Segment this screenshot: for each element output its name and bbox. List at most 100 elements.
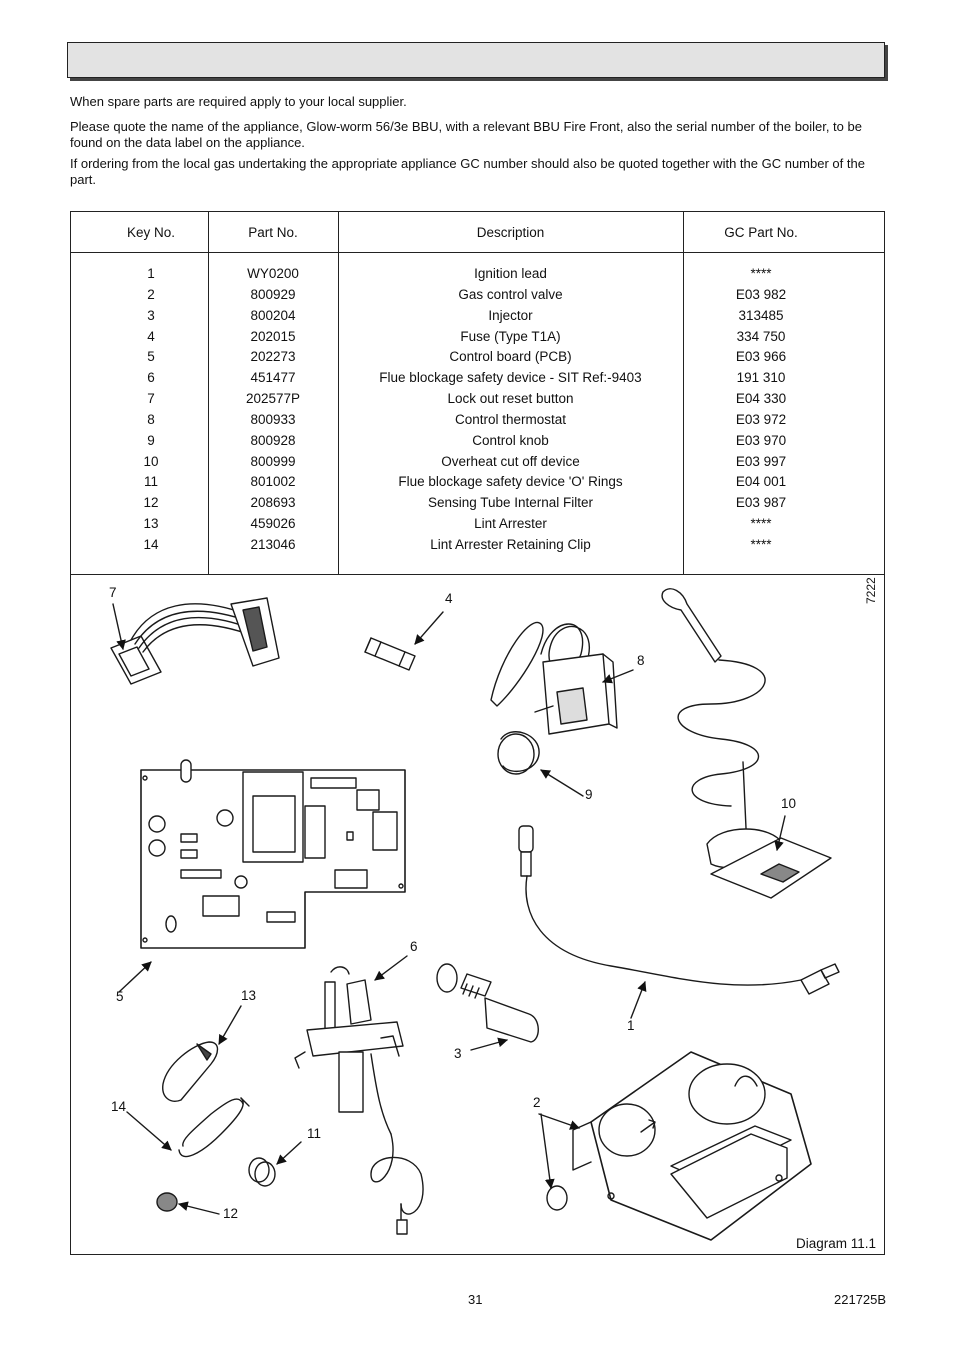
description-cell: Flue blockage safety device 'O' Rings	[398, 474, 623, 490]
part-no-cell: 800999	[250, 453, 296, 469]
callout-label: 12	[223, 1206, 238, 1221]
description-cell: Sensing Tube Internal Filter	[427, 495, 594, 511]
gc-part-no-cell: E03 987	[735, 495, 787, 511]
control-knob-drawing	[497, 731, 540, 775]
lint-arrester-retaining-clip-drawing	[178, 1097, 250, 1158]
overheat-cut-off-device-drawing	[661, 588, 832, 899]
leader-arrow	[126, 1111, 172, 1151]
ignition-lead-drawing	[518, 825, 840, 995]
leader-arrow	[276, 1141, 302, 1165]
part-no-cell: 800933	[250, 411, 296, 427]
callout-label: 11	[307, 1126, 321, 1141]
flue-blockage-safety-device-drawing	[294, 966, 424, 1235]
injector-drawing	[436, 963, 539, 1043]
part-no-cell: 202577P	[245, 391, 301, 407]
description-cell: Fuse (Type T1A)	[460, 328, 561, 344]
callout-label: 3	[454, 1046, 462, 1061]
key-no-cell: 8	[147, 411, 155, 427]
leader-arrow	[178, 1201, 220, 1215]
part-no-cell: WY0200	[247, 266, 299, 281]
table-diagram-divider	[71, 574, 884, 575]
gc-part-no-cell: ****	[750, 516, 772, 532]
key-no-cell: 6	[147, 370, 155, 386]
part-no-cell: 451477	[250, 370, 296, 386]
description-cell: Flue blockage safety device - SIT Ref:-9…	[379, 370, 642, 386]
gas-control-valve-drawing	[546, 1051, 812, 1241]
leader-arrow	[540, 769, 584, 797]
key-no-cell: 11	[143, 474, 158, 490]
gc-part-no-cell: E03 982	[735, 286, 787, 302]
section-header-bar	[67, 42, 885, 78]
leader-arrow	[602, 669, 634, 684]
callout-label: 4	[445, 591, 453, 606]
intro-paragraph-1: When spare parts are required apply to y…	[70, 94, 407, 109]
description-cell: Injector	[488, 307, 533, 323]
table-header-divider	[71, 252, 884, 253]
description-cell: Lock out reset button	[447, 391, 574, 407]
leader-arrow	[470, 1037, 508, 1051]
sensing-tube-filter-drawing	[156, 1192, 178, 1212]
description-cell: Ignition lead	[474, 266, 547, 281]
part-no-cell: 800204	[250, 307, 296, 323]
leader-arrow	[414, 611, 444, 645]
gc-part-no-cell: E04 001	[735, 474, 787, 490]
leader-arrow	[774, 815, 786, 851]
description-cell: Control knob	[472, 432, 549, 448]
lint-arrester-drawing	[162, 1041, 219, 1102]
part-no-cell: 202273	[250, 349, 296, 365]
gc-part-no-cell: E04 330	[735, 391, 787, 407]
key-no-cell: 3	[147, 307, 155, 323]
leader-arrow	[630, 981, 647, 1019]
column-divider	[208, 212, 209, 574]
part-no-cell: 801002	[250, 474, 296, 490]
document-number: 221725B	[834, 1292, 887, 1307]
callout-label: 8	[637, 653, 645, 668]
control-thermostat-drawing	[490, 621, 618, 735]
callout-label: 1	[627, 1018, 635, 1033]
gc-part-no-cell: 313485	[738, 307, 784, 323]
intro-paragraph-2: Please quote the name of the appliance, …	[70, 119, 862, 150]
key-no-cell: 2	[147, 286, 155, 302]
gc-part-no-cell: E03 966	[735, 349, 787, 365]
leader-arrow	[118, 961, 152, 993]
lock-out-reset-button-drawing	[110, 597, 280, 685]
key-no-cell: 1	[147, 266, 155, 281]
callout-label: 10	[781, 796, 796, 811]
key-no-cell: 4	[147, 328, 155, 344]
description-cell: Lint Arrester Retaining Clip	[430, 536, 591, 552]
parts-table: Key No. Part No. Description GC Part No.…	[70, 211, 885, 1255]
callout-label: 5	[116, 989, 124, 1004]
key-no-cell: 9	[147, 432, 155, 448]
callout-label: 9	[585, 787, 593, 802]
diagram-reference-number: 7222	[864, 577, 878, 604]
diagram-caption: Diagram 11.1	[795, 1236, 876, 1251]
key-no-cell: 10	[143, 453, 159, 469]
header-gc-part-no: GC Part No.	[724, 225, 798, 240]
key-no-cell: 7	[147, 391, 155, 407]
part-no-cell: 800929	[250, 286, 296, 302]
gc-part-no-cell: ****	[750, 266, 772, 281]
gc-part-no-cell: ****	[750, 536, 772, 552]
callout-label: 2	[533, 1095, 541, 1110]
gc-part-no-cell: E03 970	[735, 432, 787, 448]
callout-label: 14	[111, 1099, 127, 1114]
callout-label: 6	[410, 939, 418, 954]
description-cell: Lint Arrester	[474, 516, 547, 532]
key-no-cell: 13	[143, 516, 159, 532]
part-no-cell: 459026	[250, 516, 296, 532]
description-cell: Control board (PCB)	[449, 349, 572, 365]
header-part-no: Part No.	[248, 225, 298, 240]
description-cell: Gas control valve	[458, 286, 563, 302]
o-rings-drawing	[248, 1157, 276, 1187]
part-no-cell: 213046	[250, 536, 296, 552]
fuse-drawing	[364, 637, 416, 671]
control-board-pcb-drawing	[140, 759, 406, 949]
part-no-cell: 800928	[250, 432, 296, 448]
key-no-cell: 14	[143, 536, 159, 552]
key-no-cell: 12	[143, 495, 159, 511]
